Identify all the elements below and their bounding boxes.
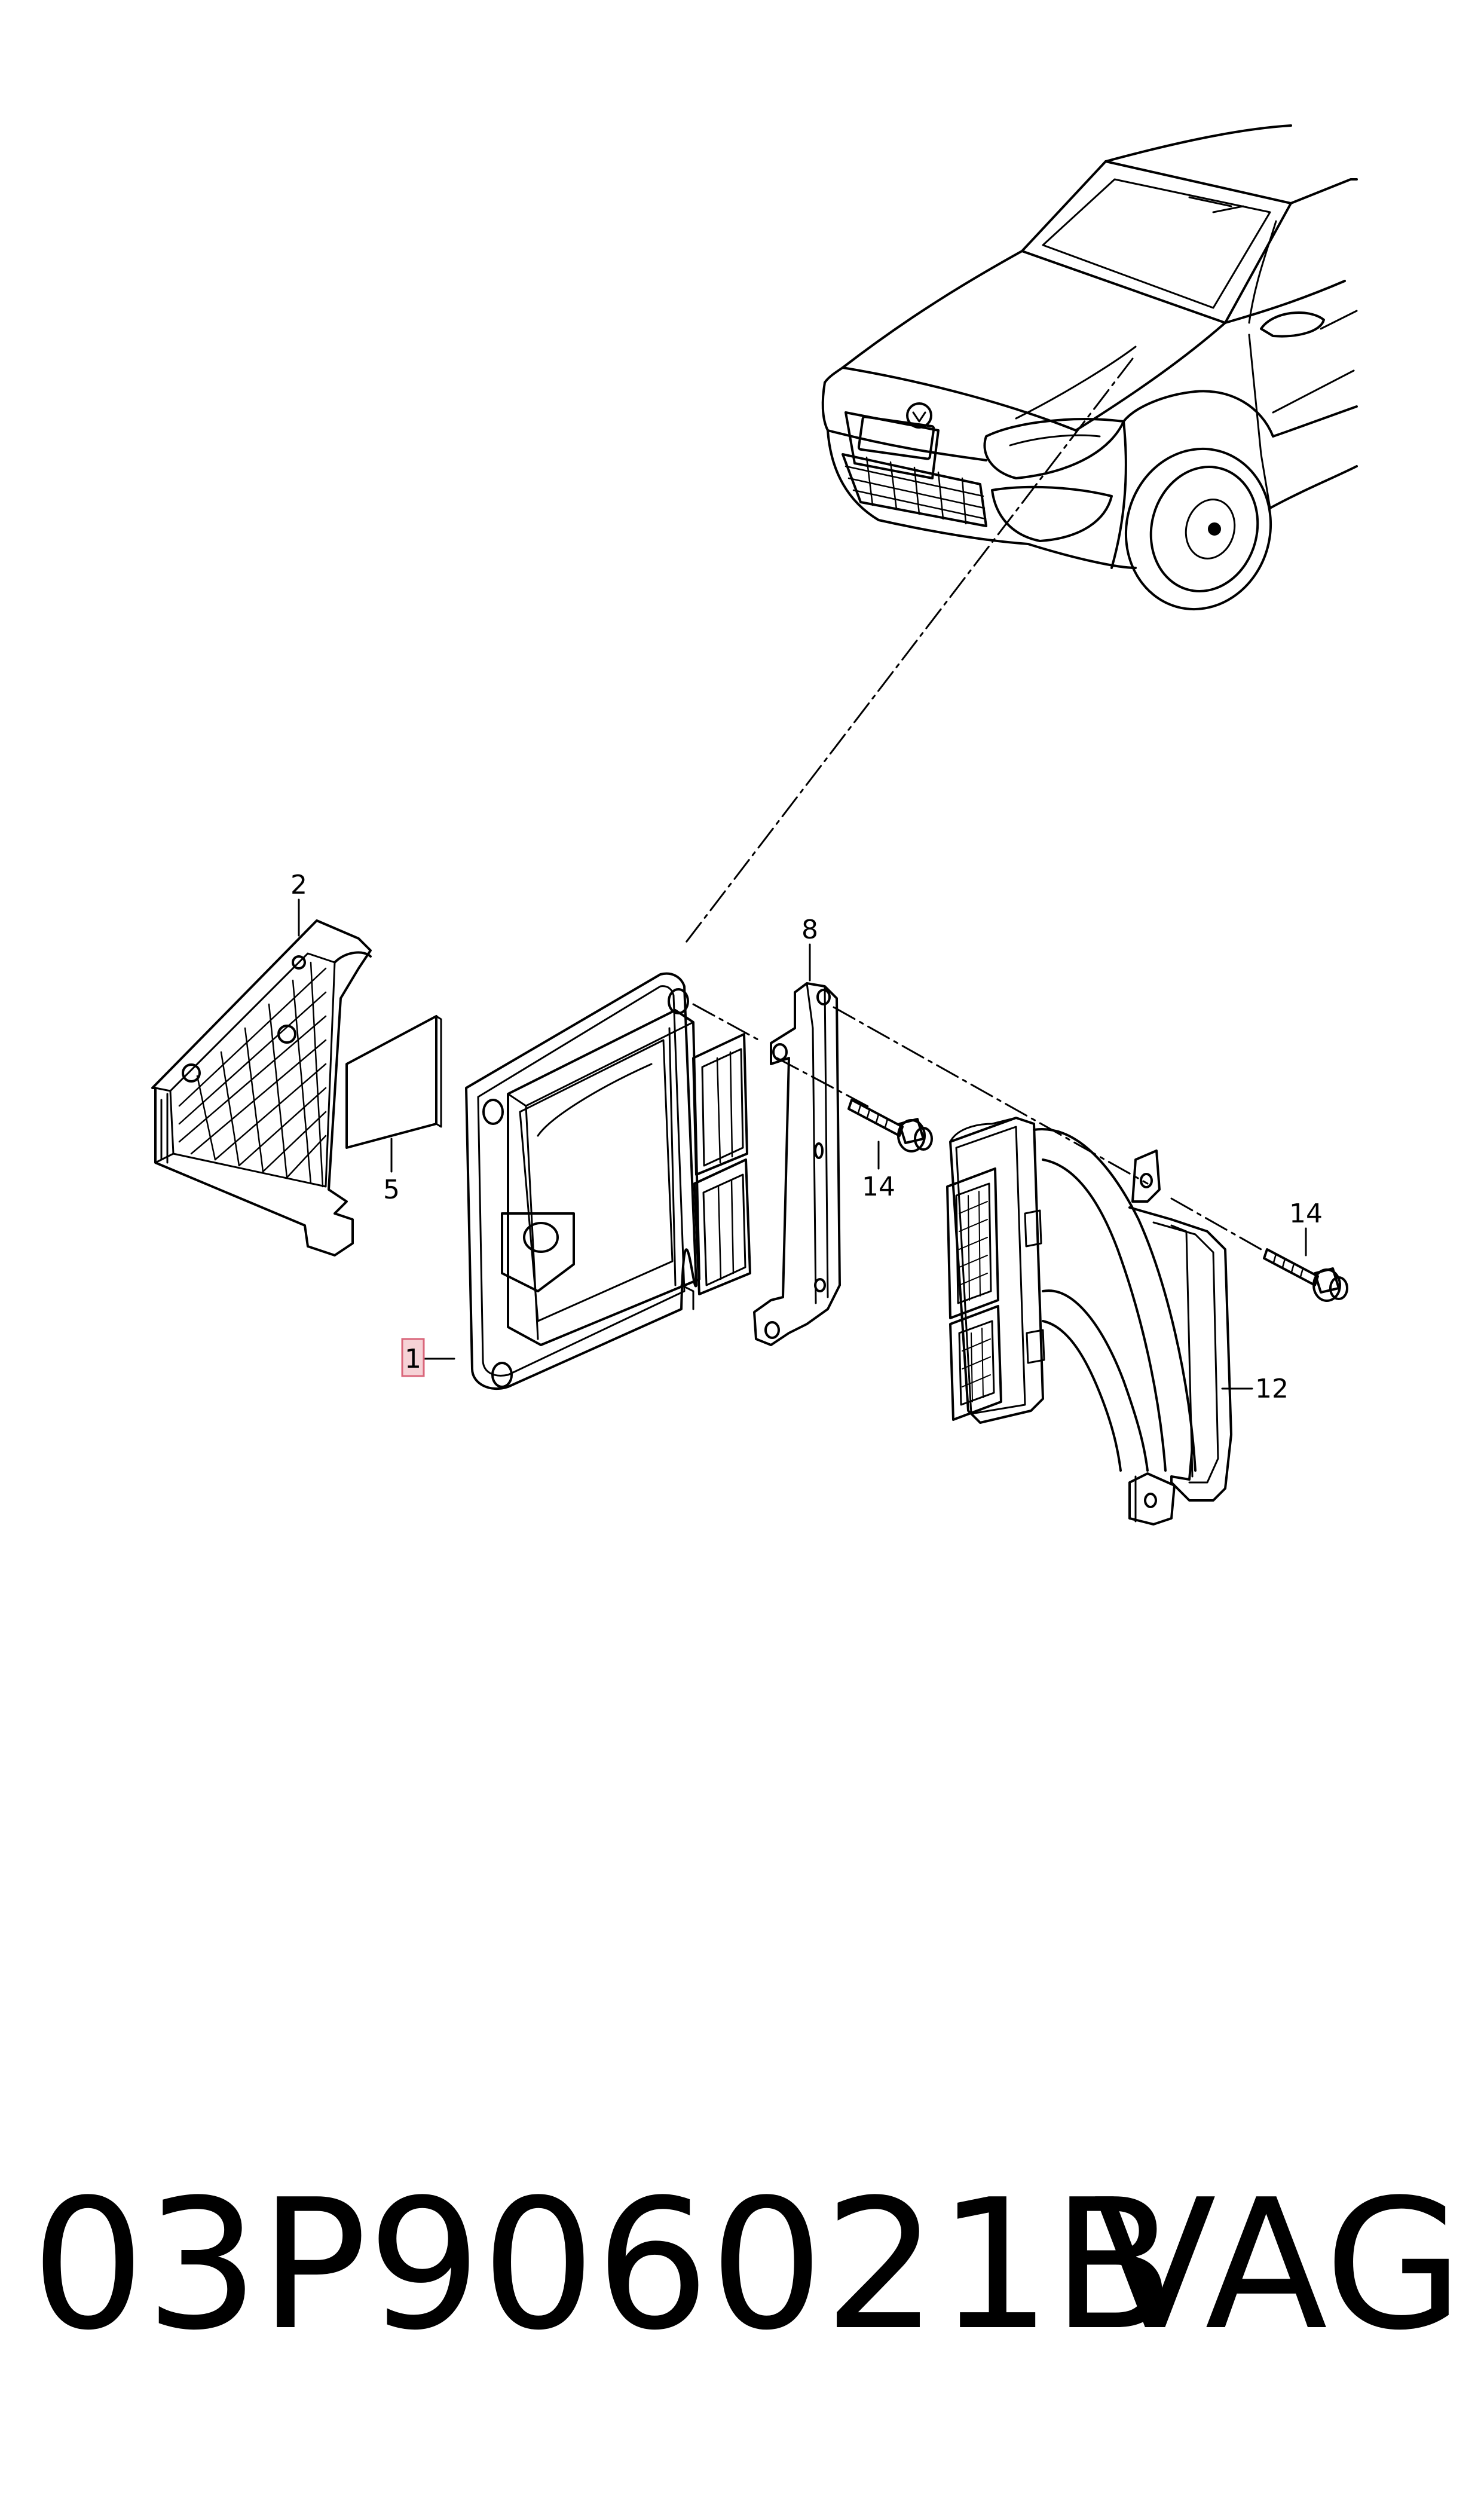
callout-1: 1 [405,1344,421,1374]
part-8-bracket [753,982,841,1346]
callout-14b: 14 [1289,1199,1323,1229]
part-5-label [345,1015,442,1149]
part-2-mesh-bracket [151,919,372,1257]
callout-8: 8 [801,915,818,945]
part-1-ecu [465,972,751,1390]
assembly-lines [683,357,1262,1251]
callout-2: 2 [290,870,307,900]
part-14a-screw [847,1099,933,1152]
callout-1-highlight [401,1338,425,1377]
part-number: 03P906021B [31,2161,1175,2370]
part-14b-screw [1263,1248,1348,1302]
car-illustration [821,124,1358,611]
part-12-connector-loom [946,1117,1232,1526]
part-number-footer: 03P906021B VAG [0,2152,1484,2403]
callout-5: 5 [383,1175,400,1205]
callout-14a: 14 [862,1172,895,1202]
callout-12: 12 [1255,1374,1289,1404]
brand-name: VAG [1094,2161,1464,2370]
